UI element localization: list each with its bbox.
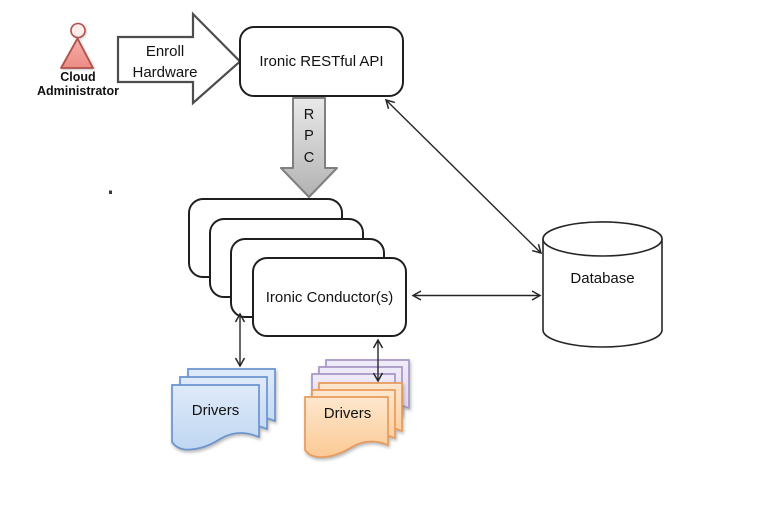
arrow-api-database (384, 98, 543, 255)
rpc-label: R P C (298, 105, 320, 169)
ironic-restful-api-node: Ironic RESTful API (239, 26, 404, 97)
drivers-purple-stack-icon (311, 359, 410, 435)
rpc-letter-p: P (304, 128, 314, 145)
conductor-node-label: Ironic Conductor(s) (265, 288, 394, 306)
admin-label-line1: Cloud (60, 70, 96, 84)
enroll-hardware-label: Enroll Hardware (124, 42, 206, 83)
database-label: Database (570, 270, 635, 287)
person-icon (60, 22, 94, 69)
enroll-label-line1: Enroll (145, 43, 185, 60)
rpc-letter-r: R (303, 107, 315, 123)
enroll-label-line2: Hardware (132, 63, 198, 81)
drivers-right-label: Drivers (323, 405, 372, 422)
cloud-administrator-label: Cloud Administrator (16, 70, 140, 98)
person-body (60, 37, 94, 69)
database-top (542, 221, 663, 257)
drivers-left-label: Drivers (191, 402, 240, 419)
stray-dot (109, 190, 112, 194)
ironic-conductor-node: Ironic Conductor(s) (252, 257, 407, 337)
rpc-letter-c: C (303, 149, 315, 166)
api-node-label: Ironic RESTful API (259, 53, 384, 70)
admin-label-line2: Administrator (37, 83, 119, 98)
person-head (70, 22, 86, 39)
